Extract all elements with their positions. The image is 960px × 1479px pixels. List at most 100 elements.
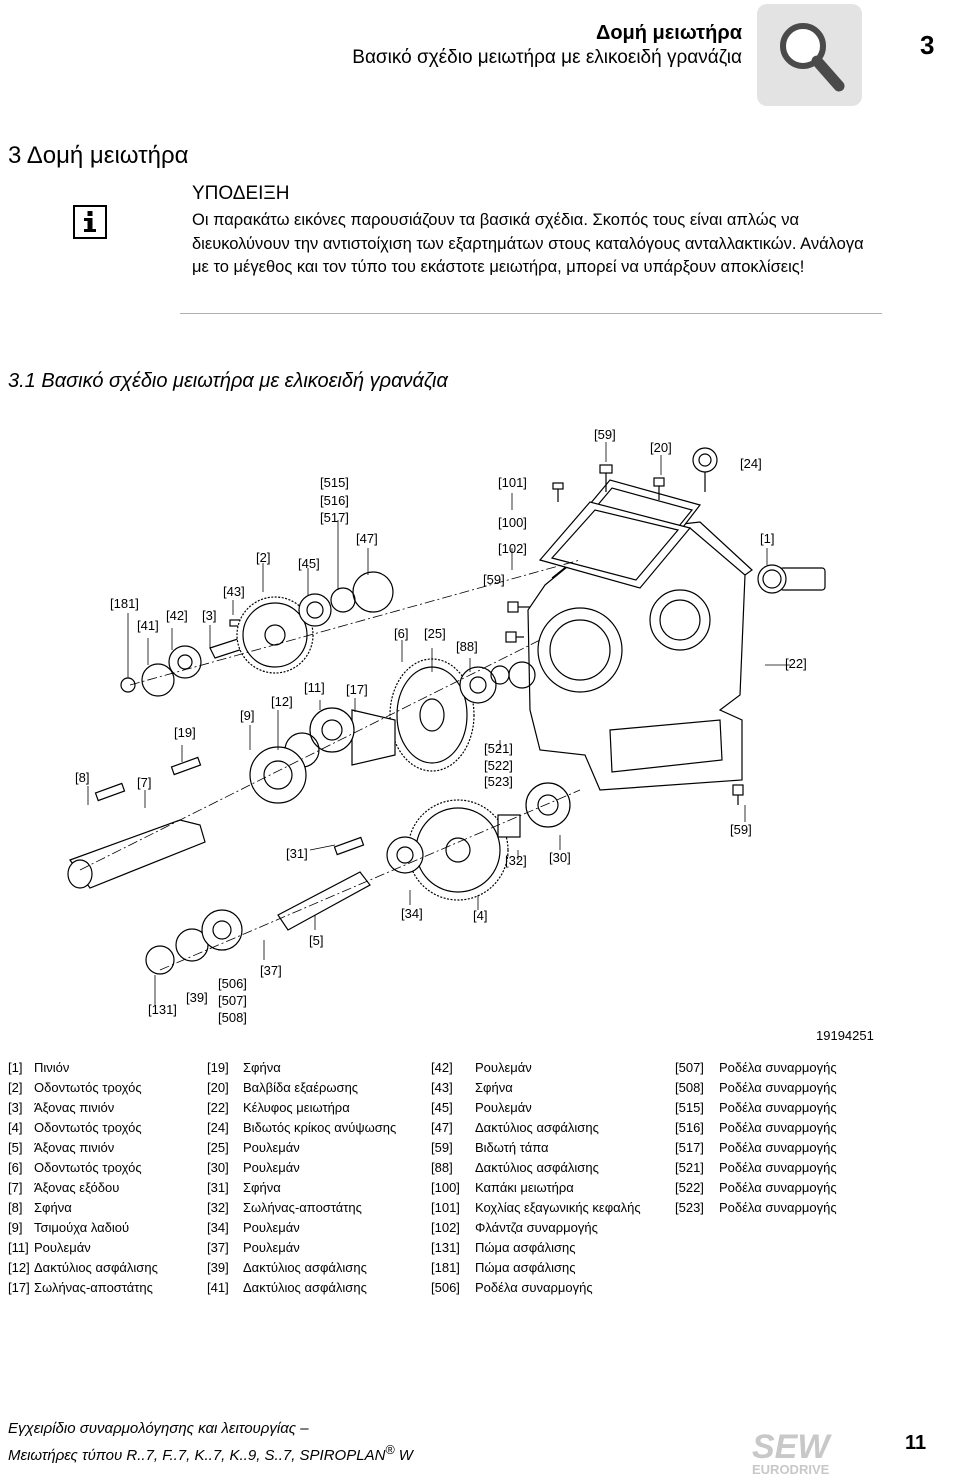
- legend-item-text: Δακτύλιος ασφάλισης: [475, 1160, 599, 1175]
- legend-column-2: [19]Σφήνα[20]Βαλβίδα εξαέρωσης[22]Κέλυφο…: [207, 1058, 396, 1298]
- legend-item-number: [1]: [8, 1060, 23, 1075]
- legend-item: [9] Τσιμούχα λαδιού: [8, 1218, 158, 1238]
- legend-item-number: [24]: [207, 1120, 229, 1135]
- callout-label: [2]: [256, 550, 270, 565]
- legend-item-text: Δακτύλιος ασφάλισης: [243, 1260, 367, 1275]
- legend-item: [517]Ροδέλα συναρμογής: [675, 1138, 837, 1158]
- legend-item-text: Σφήνα: [34, 1200, 72, 1215]
- legend-item-text: Ροδέλα συναρμογής: [719, 1200, 837, 1215]
- legend-item-number: [523]: [675, 1200, 704, 1215]
- legend-item: [521]Ροδέλα συναρμογής: [675, 1158, 837, 1178]
- legend-item-number: [43]: [431, 1080, 453, 1095]
- legend-item: [522]Ροδέλα συναρμογής: [675, 1178, 837, 1198]
- footer-product-line: Μειωτήρες τύπου R..7, F..7, K..7, K..9, …: [8, 1443, 413, 1464]
- legend-item-number: [508]: [675, 1080, 704, 1095]
- legend-item-number: [181]: [431, 1260, 460, 1275]
- spacer-and-bearing-30-32: [497, 782, 571, 838]
- callout-label: [7]: [137, 775, 151, 790]
- callout-label: [102]: [498, 541, 527, 556]
- legend-item: [88]Δακτύλιος ασφάλισης: [431, 1158, 641, 1178]
- legend-item: [516]Ροδέλα συναρμογής: [675, 1118, 837, 1138]
- legend-item-text: Οδοντωτός τροχός: [34, 1160, 142, 1175]
- legend-item-number: [131]: [431, 1240, 460, 1255]
- callout-label: [100]: [498, 515, 527, 530]
- legend-item: [507]Ροδέλα συναρμογής: [675, 1058, 837, 1078]
- legend-item-text: Ροδέλα συναρμογής: [719, 1060, 837, 1075]
- legend-item-text: Δακτύλιος ασφάλισης: [34, 1260, 158, 1275]
- diagram-callouts: [59][20][24][101][515][516][517][100][47…: [75, 427, 807, 1025]
- legend-item-text: Άξονας εξόδου: [34, 1180, 120, 1195]
- legend-item-text: Ρουλεμάν: [34, 1240, 91, 1255]
- legend-item-text: Ροδέλα συναρμογής: [719, 1180, 837, 1195]
- legend-item-number: [4]: [8, 1120, 23, 1135]
- eyebolt: [692, 447, 718, 492]
- legend-item: [508] Ροδέλα συναρμογής: [675, 1078, 837, 1098]
- callout-label: [59]: [594, 427, 616, 442]
- legend-item-text: Σωλήνας-αποστάτης: [34, 1280, 153, 1295]
- callout-label: [521]: [484, 741, 513, 756]
- legend-item-number: [31]: [207, 1180, 229, 1195]
- legend-item-text: Οδοντωτός τροχός: [34, 1120, 142, 1135]
- legend-item-number: [17]: [8, 1280, 30, 1295]
- callout-label: [131]: [148, 1002, 177, 1017]
- callout-label: [31]: [286, 846, 308, 861]
- legend-column-3: [42]Ρουλεμάν[43]Σφήνα[45]Ρουλεμάν[47]Δακ…: [431, 1058, 641, 1298]
- legend-item-number: [521]: [675, 1160, 704, 1175]
- figure-id: 19194251: [816, 1028, 874, 1043]
- legend-item-text: Πινιόν: [34, 1060, 70, 1075]
- legend-item-text: Φλάντζα συναρμογής: [475, 1220, 598, 1235]
- callout-label: [43]: [223, 584, 245, 599]
- callout-label: [30]: [549, 850, 571, 865]
- legend-item-text: Τσιμούχα λαδιού: [34, 1220, 130, 1235]
- legend-item-text: Ρουλεμάν: [475, 1060, 532, 1075]
- legend-item-text: Ροδέλα συναρμογής: [719, 1080, 837, 1095]
- leader-lines: [87, 442, 790, 1005]
- callout-label: [12]: [271, 694, 293, 709]
- legend-item-number: [9]: [8, 1220, 23, 1235]
- legend-item: [31]Σφήνα: [207, 1178, 396, 1198]
- callout-label: [4]: [473, 908, 487, 923]
- legend-item-text: Δακτύλιος ασφάλισης: [243, 1280, 367, 1295]
- callout-label: [3]: [202, 608, 216, 623]
- legend-item: [181] Πώμα ασφάλισης: [431, 1258, 641, 1278]
- callout-label: [6]: [394, 626, 408, 641]
- legend-item: [47] Δακτύλιος ασφάλισης: [431, 1118, 641, 1138]
- legend-item-text: Ροδέλα συναρμογής: [719, 1140, 837, 1155]
- legend-item: [41]Δακτύλιος ασφάλισης: [207, 1278, 396, 1298]
- callout-label: [517]: [320, 510, 349, 525]
- legend-item-text: Κοχλίας εξαγωνικής κεφαλής: [475, 1200, 641, 1215]
- legend-item-text: Ροδέλα συναρμογής: [719, 1120, 837, 1135]
- legend-item-text: Βαλβίδα εξαέρωσης: [243, 1080, 359, 1095]
- legend-item-number: [47]: [431, 1120, 453, 1135]
- sew-eurodrive-logo: SEW EURODRIVE: [752, 1428, 832, 1476]
- callout-label: [516]: [320, 493, 349, 508]
- legend-item-text: Πώμα ασφάλισης: [475, 1260, 576, 1275]
- legend-item-number: [20]: [207, 1080, 229, 1095]
- logo-text-top: SEW: [752, 1428, 832, 1466]
- callout-label: [20]: [650, 440, 672, 455]
- subsection-title: 3.1 Βασικό σχέδιο μειωτήρα με ελικοειδή …: [8, 370, 448, 392]
- legend-item-text: Δακτύλιος ασφάλισης: [475, 1120, 599, 1135]
- legend-item: [24]Βιδωτός κρίκος ανύψωσης: [207, 1118, 396, 1138]
- legend-item-text: Ρουλεμάν: [243, 1240, 300, 1255]
- gear-wheel-2: [236, 596, 314, 674]
- legend-item-number: [101]: [431, 1200, 460, 1215]
- legend-item-number: [11]: [8, 1240, 29, 1255]
- bearing-group-37: [145, 909, 243, 975]
- footer-products: Μειωτήρες τύπου R..7, F..7, K..7, K..9, …: [8, 1447, 386, 1464]
- callout-label: [45]: [298, 556, 320, 571]
- callout-label: [1]: [760, 531, 774, 546]
- legend-item: [20] Βαλβίδα εξαέρωσης: [207, 1078, 396, 1098]
- gear-housing: [527, 521, 753, 791]
- legend-item: [39]Δακτύλιος ασφάλισης: [207, 1258, 396, 1278]
- legend-item-number: [19]: [207, 1060, 229, 1075]
- legend-item: [34]Ρουλεμάν: [207, 1218, 396, 1238]
- legend-item-text: Καπάκι μειωτήρα: [475, 1180, 574, 1195]
- info-icon: [73, 205, 107, 239]
- magnifier-icon: [780, 23, 845, 92]
- legend-item: [523] Ροδέλα συναρμογής: [675, 1198, 837, 1218]
- pinion-shaft-5: [277, 836, 424, 931]
- legend-item-number: [515]: [675, 1100, 704, 1115]
- bearings-25-88: [459, 661, 536, 704]
- note-heading: ΥΠΟΔΕΙΞΗ: [192, 183, 290, 204]
